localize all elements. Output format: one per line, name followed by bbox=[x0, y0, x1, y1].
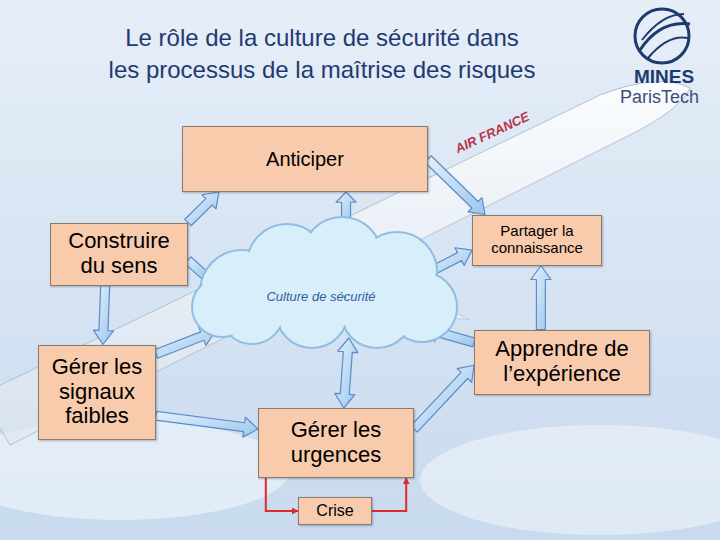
school-logo bbox=[635, 9, 690, 63]
box-label: Partager la connaissance bbox=[479, 223, 595, 257]
logo-wordmark: ParisTech bbox=[620, 87, 699, 108]
process-box: Gérer les urgences bbox=[258, 408, 414, 478]
logo-swoosh bbox=[648, 37, 688, 58]
cloud-lobe bbox=[194, 279, 251, 336]
cloud-label: Culture de sécurité bbox=[266, 290, 375, 305]
process-box: Gérer les signaux faibles bbox=[38, 345, 156, 440]
plane-fuselage bbox=[0, 81, 690, 445]
box-label: Gérer les urgences bbox=[266, 418, 406, 467]
box-label: Anticiper bbox=[266, 148, 344, 170]
box-label: Apprendre de l’expérience bbox=[482, 337, 642, 386]
flow-arrow bbox=[155, 411, 258, 437]
logo-wordmark: MINES bbox=[634, 66, 694, 88]
cloud-lobe bbox=[343, 278, 412, 347]
logo-swoosh bbox=[642, 14, 684, 40]
flow-arrow bbox=[336, 192, 356, 218]
cloud-lobe bbox=[278, 278, 347, 347]
box-label: Gérer les signaux faibles bbox=[45, 355, 149, 429]
crisis-loop-arrow bbox=[372, 478, 406, 511]
logo-ring bbox=[635, 9, 689, 63]
flow-arrow bbox=[425, 156, 485, 215]
box-label: Construire du sens bbox=[57, 229, 181, 278]
process-box: Crise bbox=[298, 497, 372, 525]
crisis-loop-arrow bbox=[266, 478, 298, 511]
process-box: Anticiper bbox=[182, 126, 428, 192]
flow-arrow bbox=[93, 285, 113, 344]
process-box: Partager la connaissance bbox=[472, 215, 602, 266]
process-box: Construire du sens bbox=[50, 223, 188, 286]
slide-title: Le rôle de la culture de sécurité dans l… bbox=[42, 22, 602, 87]
flow-arrow bbox=[531, 266, 551, 330]
cloud-outline bbox=[182, 212, 460, 352]
box-label: Crise bbox=[316, 502, 353, 520]
flow-arrow bbox=[185, 192, 219, 226]
cloud-bank bbox=[420, 425, 720, 535]
airline-livery: AIR FRANCE bbox=[453, 109, 532, 156]
flow-arrow bbox=[335, 338, 358, 408]
flow-arrow bbox=[411, 365, 474, 432]
process-box: Apprendre de l’expérience bbox=[474, 330, 650, 395]
culture-cloud: Culture de sécurité bbox=[182, 212, 460, 352]
